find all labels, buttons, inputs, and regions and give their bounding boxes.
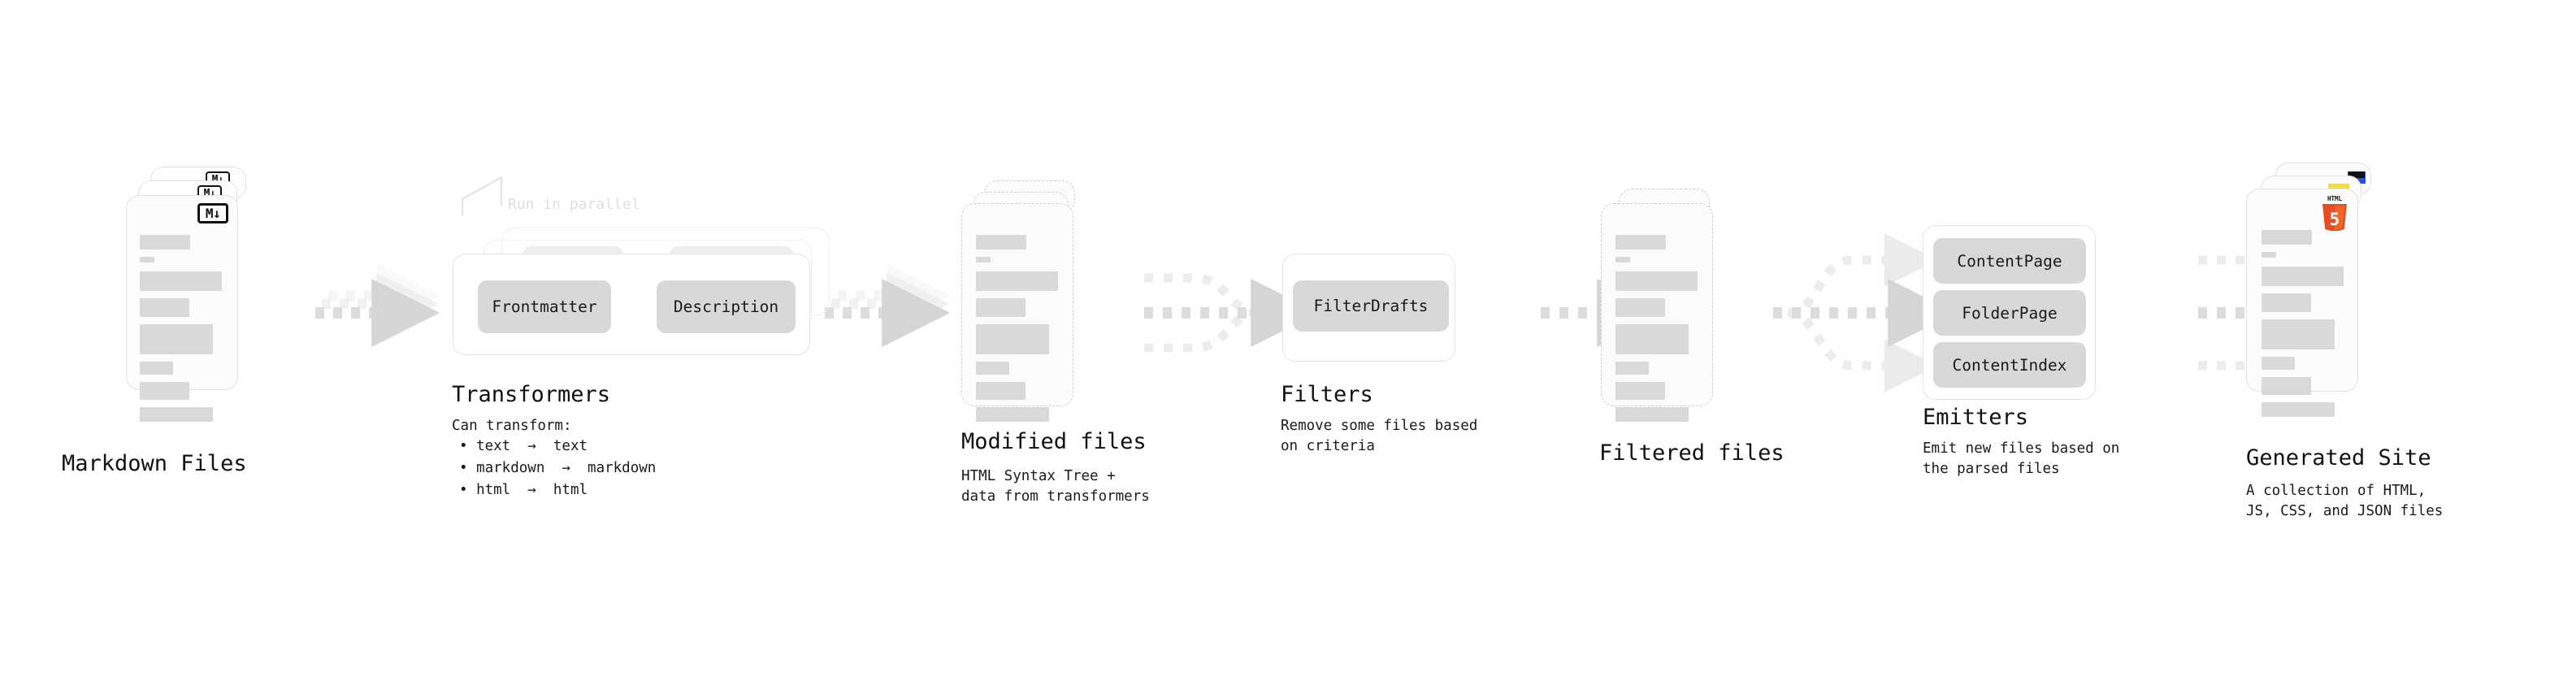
filter-node-filterdrafts[interactable]: FilterDrafts bbox=[1293, 280, 1449, 332]
transformers-subtitle-intro: Can transform: bbox=[452, 418, 572, 434]
content-bar bbox=[1615, 362, 1649, 375]
content-bar bbox=[1615, 298, 1665, 317]
emitters-title: Emitters bbox=[1923, 405, 2029, 430]
content-bar bbox=[2262, 230, 2312, 245]
run-in-parallel-label: Run in parallel bbox=[508, 196, 640, 213]
arrow-modified-to-filters bbox=[1144, 273, 1320, 353]
content-bar bbox=[2262, 252, 2276, 258]
content-bar bbox=[1615, 324, 1689, 354]
transformers-title: Transformers bbox=[452, 382, 611, 407]
content-bar bbox=[140, 382, 189, 400]
content-bar bbox=[976, 362, 1009, 375]
content-bar bbox=[1615, 257, 1630, 262]
markdown-file-card-front bbox=[126, 195, 238, 422]
content-bar bbox=[976, 271, 1058, 291]
content-bar bbox=[140, 257, 154, 262]
generated-file-content bbox=[2262, 230, 2344, 424]
content-bar bbox=[976, 382, 1026, 400]
emitter-node-contentpage[interactable]: ContentPage bbox=[1933, 238, 2086, 284]
content-bar bbox=[976, 257, 991, 262]
emitters-subtitle: Emit new files based on the parsed files bbox=[1923, 440, 2120, 477]
content-bar bbox=[140, 324, 213, 354]
transformer-node-frontmatter[interactable]: Frontmatter bbox=[478, 280, 611, 333]
html5-word: HTML bbox=[2327, 195, 2343, 202]
markdown-files-title: Markdown Files bbox=[62, 451, 247, 476]
content-bar bbox=[140, 298, 189, 317]
content-bar bbox=[2262, 319, 2335, 349]
content-bar bbox=[976, 324, 1049, 354]
emitter-node-folderpage[interactable]: FolderPage bbox=[1933, 290, 2086, 336]
content-bar bbox=[140, 407, 213, 422]
content-bar bbox=[2262, 377, 2311, 395]
modified-files-title: Modified files bbox=[961, 429, 1147, 454]
content-bar bbox=[2262, 357, 2295, 370]
markdown-icon: M↓ bbox=[197, 203, 228, 223]
filters-title: Filters bbox=[1281, 382, 1373, 407]
content-bar bbox=[1615, 235, 1666, 249]
transformers-subtitle-item-1: • text → text bbox=[459, 438, 588, 454]
filters-subtitle: Remove some files based on criteria bbox=[1281, 418, 1478, 454]
content-bar bbox=[1615, 382, 1665, 400]
filtered-files-title: Filtered files bbox=[1599, 440, 1785, 466]
transformers-subtitle-item-3: • html → html bbox=[459, 482, 588, 498]
modified-files-subtitle: HTML Syntax Tree + data from transformer… bbox=[961, 468, 1150, 505]
arrow-markdown-to-transformers bbox=[315, 264, 441, 347]
markdown-file-content bbox=[140, 235, 222, 429]
generated-site-subtitle: A collection of HTML, JS, CSS, and JSON … bbox=[2246, 483, 2444, 519]
modified-file-card-front bbox=[961, 203, 1073, 422]
filtered-file-content bbox=[1615, 235, 1698, 429]
arrow-transformers-to-modified bbox=[825, 264, 952, 347]
content-bar bbox=[2262, 402, 2335, 417]
content-bar bbox=[140, 362, 173, 375]
content-bar bbox=[976, 235, 1026, 249]
filtered-file-card-front bbox=[1601, 203, 1713, 422]
generated-site-title: Generated Site bbox=[2246, 445, 2431, 471]
content-bar bbox=[140, 235, 190, 249]
content-bar bbox=[976, 407, 1049, 422]
emitter-node-contentindex[interactable]: ContentIndex bbox=[1933, 342, 2086, 388]
content-bar bbox=[2262, 293, 2311, 312]
modified-file-content bbox=[976, 235, 1058, 429]
arrow-filtered-to-emitters bbox=[1773, 233, 1957, 393]
content-bar bbox=[1615, 407, 1689, 422]
content-bar bbox=[1615, 271, 1698, 291]
html5-glyph: 5 bbox=[2330, 210, 2340, 229]
html5-icon: HTML 5 bbox=[2318, 193, 2351, 232]
content-bar bbox=[976, 298, 1026, 317]
transformer-node-description[interactable]: Description bbox=[657, 280, 796, 333]
content-bar bbox=[2262, 267, 2344, 286]
transformers-subtitle-item-2: • markdown → markdown bbox=[459, 460, 657, 476]
run-in-parallel-leader bbox=[461, 176, 503, 215]
content-bar bbox=[140, 271, 222, 291]
